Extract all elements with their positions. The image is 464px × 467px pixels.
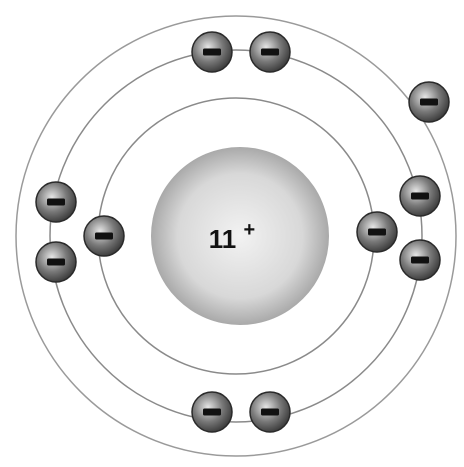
electron-shell-2: − [36,182,76,222]
minus-sign-icon: − [411,193,429,200]
minus-sign-icon: − [95,233,113,240]
electron-shell-2: − [400,176,440,216]
minus-sign-icon: − [203,49,221,56]
electron-shell-2: − [36,242,76,282]
electron-shell-2: − [250,392,290,432]
minus-sign-icon: − [261,49,279,56]
electron-shell-1: − [84,216,124,256]
nucleus: 11 + [151,147,329,325]
nucleus-charge-sign: + [244,219,256,241]
minus-sign-icon: − [411,257,429,264]
electron-shell-1: − [357,212,397,252]
electron-shell-3: − [409,82,449,122]
minus-sign-icon: − [47,199,65,206]
nucleus-charge-number: 11 [209,224,237,254]
electron-shell-2: − [400,240,440,280]
electron-shell-2: − [192,392,232,432]
minus-sign-icon: − [261,409,279,416]
minus-sign-icon: − [368,229,386,236]
electron-shell-2: − [192,32,232,72]
minus-sign-icon: − [420,99,438,106]
minus-sign-icon: − [47,259,65,266]
minus-sign-icon: − [203,409,221,416]
electron-shell-2: − [250,32,290,72]
